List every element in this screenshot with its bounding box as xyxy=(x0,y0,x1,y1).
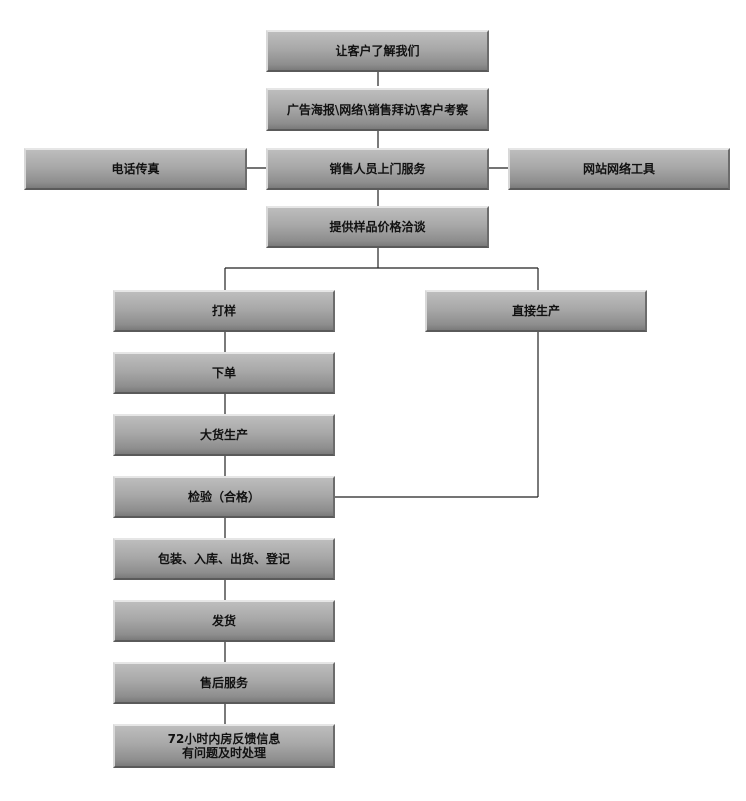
node-label: 直接生产 xyxy=(511,304,560,318)
node-label: 让客户了解我们 xyxy=(335,44,420,58)
node-place-order: 下单 xyxy=(113,352,335,394)
node-label: 包装、入库、出货、登记 xyxy=(157,552,290,566)
node-label: 提供样品价格洽谈 xyxy=(329,220,426,234)
node-delivery: 发货 xyxy=(113,600,335,642)
node-label: 发货 xyxy=(211,614,236,628)
node-label-line2: 有问题及时处理 xyxy=(181,746,266,760)
node-inspection: 检验（合格） xyxy=(113,476,335,518)
node-label-line1: 72小时内房反馈信息 xyxy=(167,732,281,746)
node-label: 售后服务 xyxy=(199,676,248,690)
node-let-customers-know-us: 让客户了解我们 xyxy=(266,30,489,72)
node-label: 打样 xyxy=(211,304,236,318)
node-label: 检验（合格） xyxy=(187,490,260,504)
node-sales-visit: 销售人员上门服务 xyxy=(266,148,489,190)
node-bulk-production: 大货生产 xyxy=(113,414,335,456)
node-after-sales: 售后服务 xyxy=(113,662,335,704)
node-sample-price-negotiation: 提供样品价格洽谈 xyxy=(266,206,489,248)
node-label: 网站网络工具 xyxy=(582,162,655,176)
node-sampling: 打样 xyxy=(113,290,335,332)
node-phone-fax: 电话传真 xyxy=(24,148,247,190)
node-label: 大货生产 xyxy=(199,428,248,442)
node-feedback-72h: 72小时内房反馈信息 有问题及时处理 xyxy=(113,724,335,768)
node-label: 销售人员上门服务 xyxy=(329,162,426,176)
node-direct-production: 直接生产 xyxy=(425,290,647,332)
node-label: 下单 xyxy=(211,366,236,380)
node-website-tools: 网站网络工具 xyxy=(508,148,730,190)
node-label: 广告海报\网络\销售拜访\客户考察 xyxy=(286,102,469,117)
node-label: 电话传真 xyxy=(111,162,160,176)
node-marketing-channels: 广告海报\网络\销售拜访\客户考察 xyxy=(266,88,489,131)
node-packing-shipping: 包装、入库、出货、登记 xyxy=(113,538,335,580)
